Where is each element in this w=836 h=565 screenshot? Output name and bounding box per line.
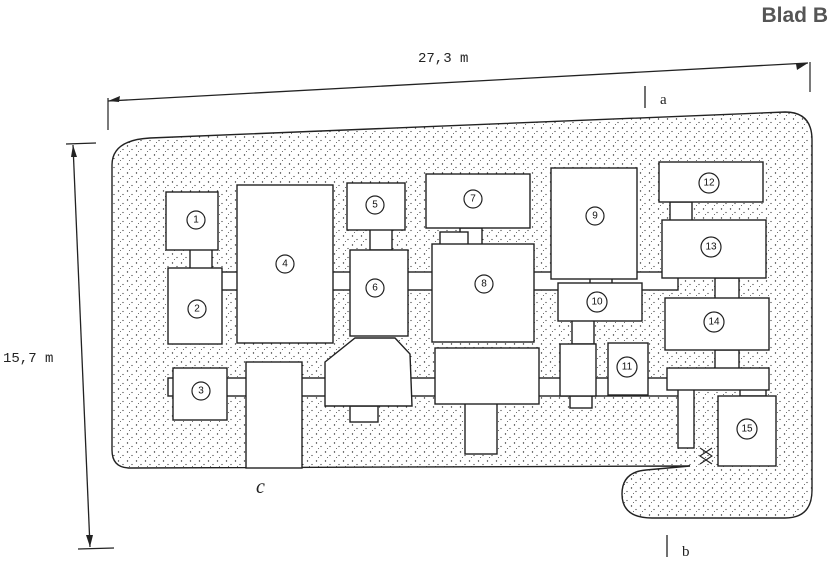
sheet-title: Blad B [761,4,828,27]
svg-text:6: 6 [372,283,378,294]
room-label-13: 13 [700,236,722,258]
svg-text:15: 15 [741,424,753,435]
svg-text:7: 7 [470,194,476,205]
svg-text:b: b [682,544,690,560]
room-label-8: 8 [474,274,494,294]
svg-text:4: 4 [282,259,288,270]
room-label-14: 14 [703,311,725,333]
svg-text:14: 14 [708,317,720,328]
room-label-12: 12 [698,172,720,194]
doorway-symbol [699,447,713,465]
svg-text:8: 8 [481,279,487,290]
svg-text:a: a [660,92,667,108]
room-label-3: 3 [191,381,211,401]
svg-text:12: 12 [703,178,715,189]
lower-room-right [559,343,597,397]
room-7 [425,173,531,229]
room-label-11: 11 [616,356,638,378]
room-label-6: 6 [365,278,385,298]
section-marker-b: b [666,535,690,560]
svg-text:10: 10 [591,297,603,308]
room-label-15: 15 [736,418,758,440]
svg-text:3: 3 [198,386,204,397]
section-marker-c: c [256,476,265,498]
svg-text:c: c [256,476,265,498]
room-label-1: 1 [186,210,206,230]
room-label-5: 5 [365,195,385,215]
section-marker-a: a [644,86,667,108]
svg-text:5: 5 [372,200,378,211]
east-passage [666,367,770,391]
lower-room-middle [434,347,540,405]
width-label: 27,3 m [418,51,468,67]
room-label-2: 2 [187,299,207,319]
room-label-9: 9 [585,206,605,226]
svg-text:2: 2 [194,304,200,315]
room-label-7: 7 [463,189,483,209]
svg-text:1: 1 [193,215,199,226]
room-label-4: 4 [275,254,295,274]
lower-room-left [324,337,413,407]
width-dimension: 27,3 m [107,51,811,130]
svg-text:13: 13 [705,242,717,253]
svg-text:11: 11 [622,362,633,373]
height-label: 15,7 m [3,351,53,367]
height-dimension: 15,7 m [3,142,115,550]
room-label-10: 10 [586,291,608,313]
svg-text:9: 9 [592,211,598,222]
room-labels: 1 2 3 4 5 6 7 8 9 10 11 12 13 14 15 [186,172,758,440]
